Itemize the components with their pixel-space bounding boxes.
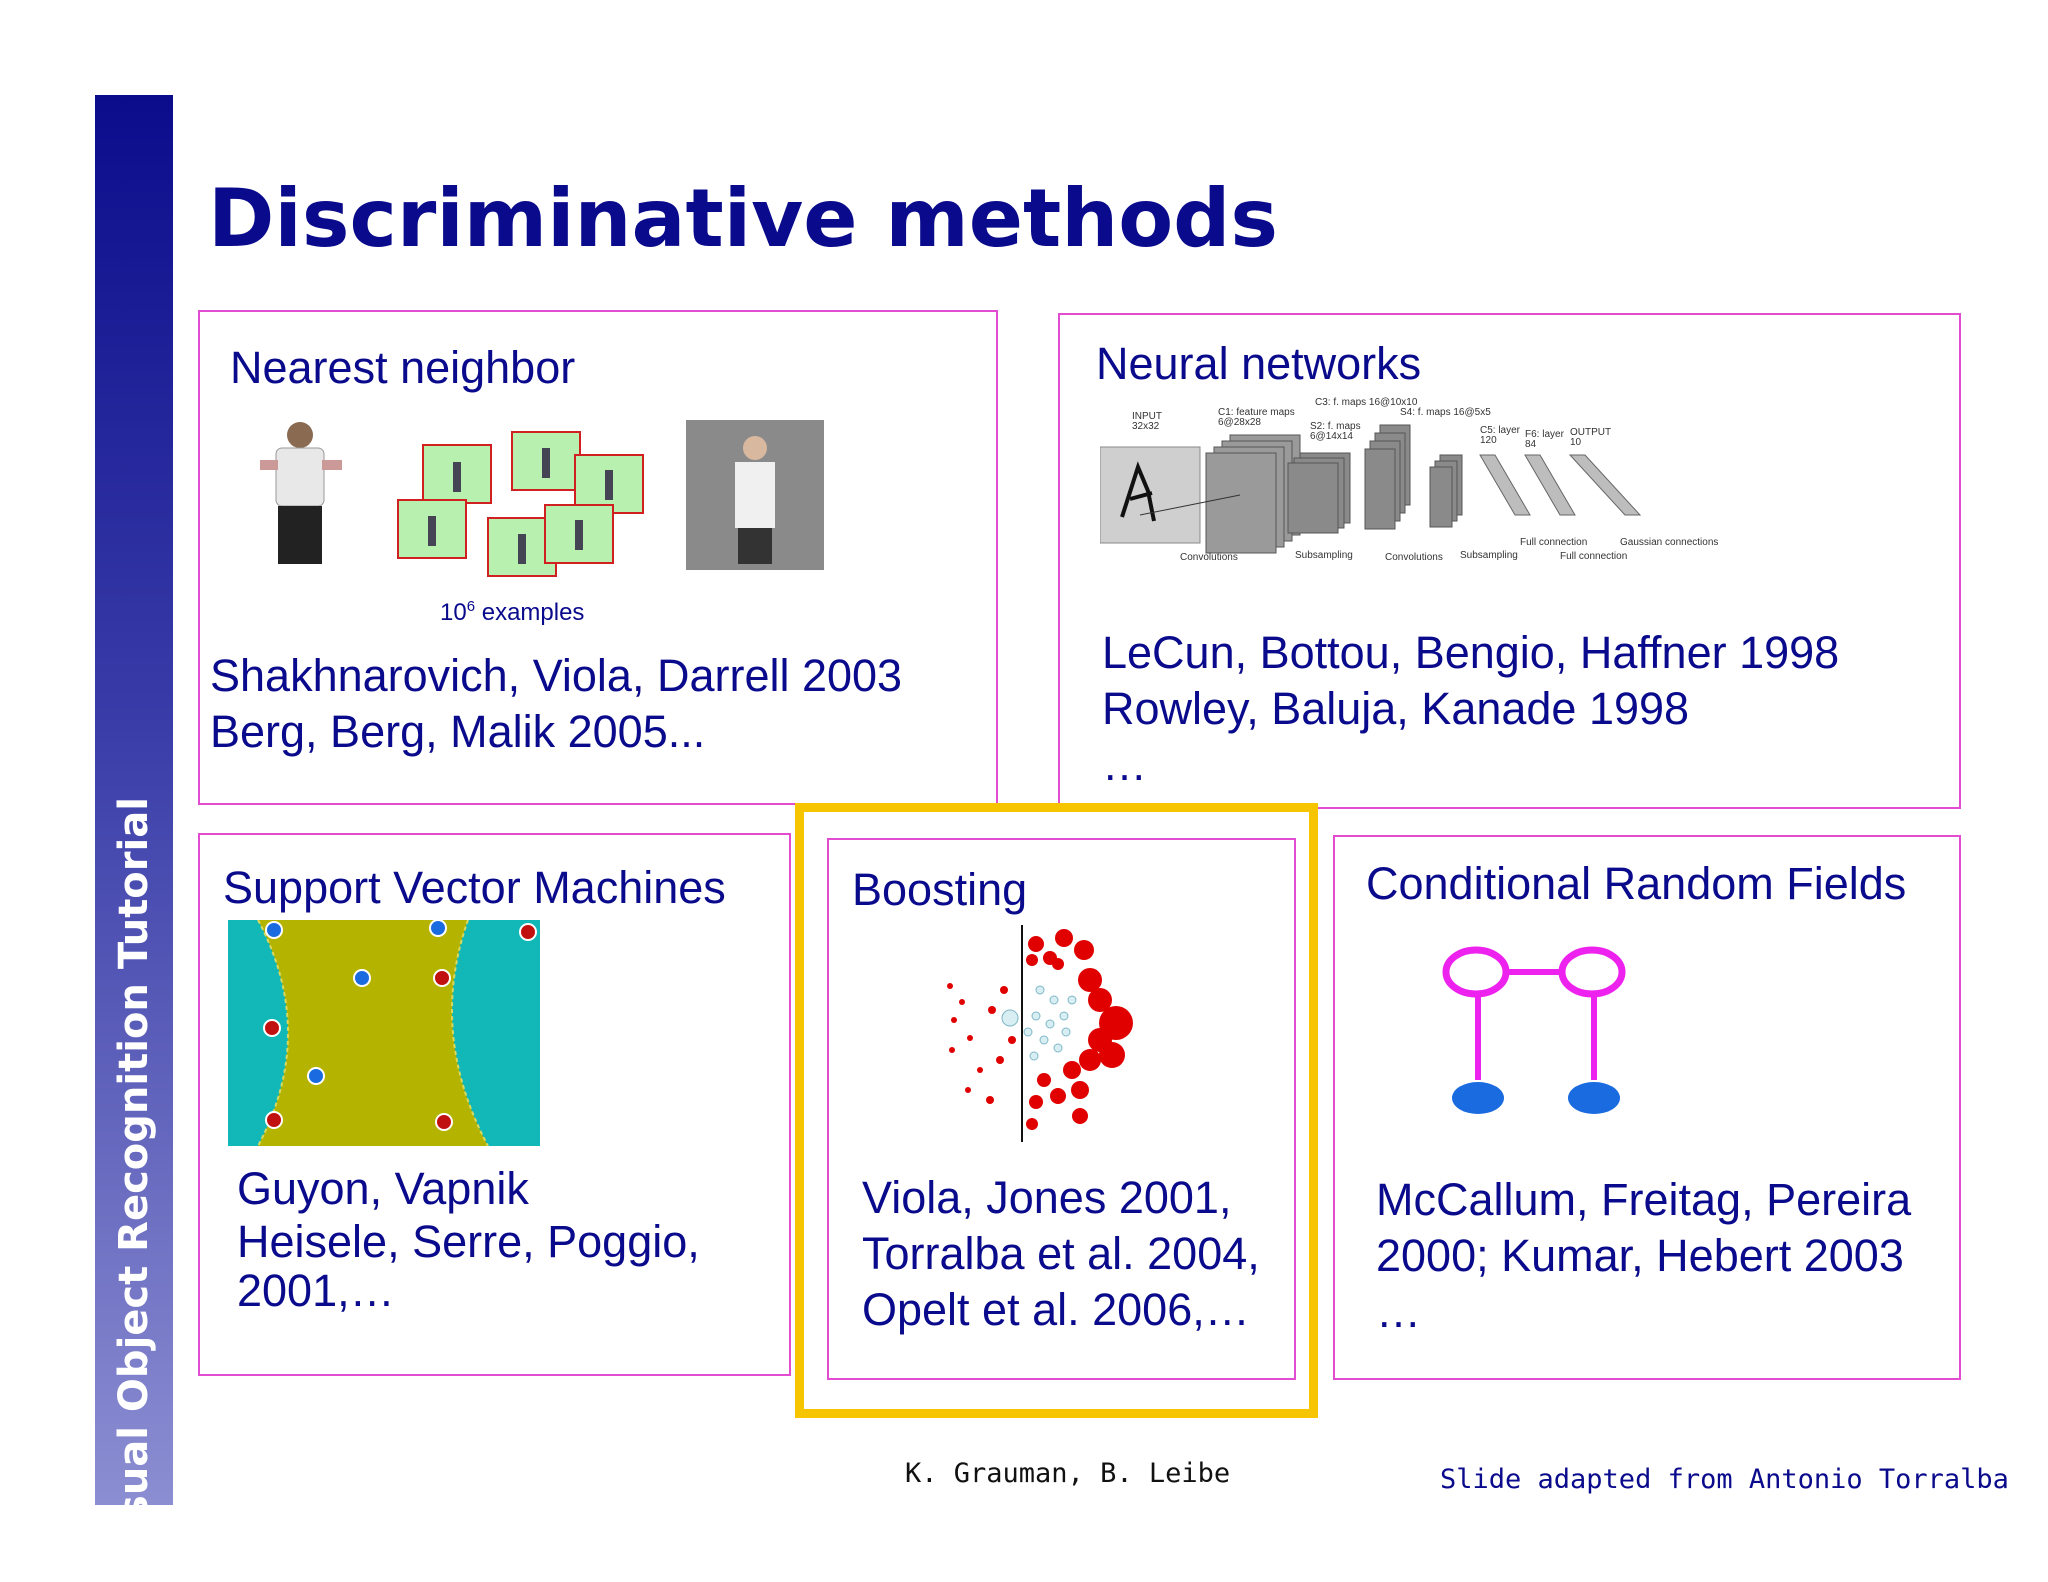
nn-label-f6-size: 84 — [1525, 439, 1537, 450]
caption-rest: examples — [475, 599, 585, 626]
sidebar-bar — [95, 95, 173, 1505]
refs-boosting: Viola, Jones 2001, Torralba et al. 2004,… — [862, 1170, 1260, 1338]
nn-label-gauss: Gaussian connections — [1620, 537, 1718, 548]
boosting-red-points — [947, 929, 1133, 1130]
example-figures — [428, 448, 613, 564]
slide-title: Discriminative methods — [208, 172, 1279, 265]
svm-points — [263, 920, 537, 1131]
examples-caption: 106 examples — [440, 598, 584, 627]
nn-label-c1-size: 6@28x28 — [1218, 417, 1261, 428]
panel-title-crf: Conditional Random Fields — [1366, 858, 1907, 909]
refs-svm: Guyon, Vapnik Heisele, Serre, Poggio, 20… — [237, 1158, 700, 1318]
nearest-neighbor-illustration — [260, 420, 824, 577]
nn-label-s2-size: 6@14x14 — [1310, 431, 1353, 442]
svm-illustration — [228, 920, 540, 1146]
ref-line: Torralba et al. 2004, — [862, 1228, 1260, 1279]
footer-credit: Slide adapted from Antonio Torralba — [1440, 1464, 2009, 1495]
nn-label-c1: C1: feature maps — [1218, 407, 1295, 418]
ref-line: 2001,… — [237, 1265, 395, 1316]
nn-conv-line — [1139, 494, 1241, 516]
nn-label-s4: S4: f. maps 16@5x5 — [1400, 407, 1491, 418]
boosting-illustration — [947, 925, 1133, 1142]
ref-line: Viola, Jones 2001, — [862, 1172, 1232, 1223]
crf-observed-node-2 — [1568, 1082, 1620, 1114]
refs-neural-networks: LeCun, Bottou, Bengio, Haffner 1998 Rowl… — [1102, 625, 1839, 793]
rendered-person-image — [686, 420, 824, 570]
nn-label-sub1: Subsampling — [1295, 550, 1353, 561]
boosting-light-points — [1001, 985, 1077, 1061]
sidebar-label: Visual Object Recognition Tutorial — [111, 797, 157, 1563]
nn-label-input: INPUT — [1132, 411, 1162, 422]
ref-line: Guyon, Vapnik — [237, 1163, 529, 1214]
panel-title-svm: Support Vector Machines — [223, 862, 726, 913]
ref-line: … — [1102, 739, 1147, 790]
nn-label-full2: Full connection — [1560, 551, 1627, 562]
caption-exponent: 6 — [466, 598, 476, 615]
ref-line: Heisele, Serre, Poggio, — [237, 1216, 700, 1267]
panel-neural-networks — [1058, 313, 1961, 809]
panel-title-neural-networks: Neural networks — [1096, 338, 1422, 389]
nn-full-connections — [1479, 454, 1642, 516]
nn-label-c5-size: 120 — [1480, 435, 1497, 446]
ref-line: Rowley, Baluja, Kanade 1998 — [1102, 683, 1690, 734]
boosting-highlight-frame — [795, 803, 1318, 1418]
nn-label-f6: F6: layer — [1525, 429, 1565, 440]
nn-label-c5: C5: layer — [1480, 425, 1521, 436]
nn-label-output: OUTPUT — [1570, 427, 1611, 438]
lenet-diagram: INPUT 32x32 C1: feature maps 6@28x28 S2:… — [1100, 397, 1718, 563]
crf-hidden-node-2 — [1558, 946, 1626, 998]
ref-line: McCallum, Freitag, Pereira — [1376, 1174, 1912, 1225]
caption-base: 10 — [440, 599, 467, 626]
ref-line: Opelt et al. 2006,… — [862, 1284, 1250, 1335]
nn-input-letter — [1120, 461, 1156, 522]
svm-margin-band — [258, 920, 488, 1146]
nn-label-conv2: Convolutions — [1385, 552, 1443, 563]
nn-s4-stack — [1429, 454, 1463, 528]
nn-label-input-size: 32x32 — [1132, 421, 1160, 432]
query-person-image — [260, 422, 342, 564]
nn-label-full1: Full connection — [1520, 537, 1587, 548]
ref-line: LeCun, Bottou, Bengio, Haffner 1998 — [1102, 627, 1840, 678]
crf-observed-node-1 — [1452, 1082, 1504, 1114]
nn-c1-stack — [1205, 434, 1301, 554]
footer-authors: K. Grauman, B. Leibe — [905, 1458, 1231, 1489]
crf-graph — [1442, 946, 1626, 1114]
ref-line: … — [1376, 1286, 1421, 1337]
panel-title-boosting: Boosting — [852, 864, 1028, 915]
panel-boosting — [827, 838, 1296, 1380]
ref-line: 2000; Kumar, Hebert 2003 — [1376, 1230, 1904, 1281]
ref-line: Berg, Berg, Malik 2005... — [210, 706, 706, 757]
nn-label-output-size: 10 — [1570, 437, 1582, 448]
nn-label-s2: S2: f. maps — [1310, 421, 1361, 432]
nn-c3-stack — [1364, 424, 1411, 530]
refs-nearest-neighbor: Shakhnarovich, Viola, Darrell 2003 Berg,… — [210, 648, 902, 760]
nn-s2-stack — [1287, 452, 1351, 534]
refs-crf: McCallum, Freitag, Pereira 2000; Kumar, … — [1376, 1172, 1911, 1340]
panel-crf — [1333, 835, 1961, 1380]
ref-line: Shakhnarovich, Viola, Darrell 2003 — [210, 650, 903, 701]
nn-label-c3: C3: f. maps 16@10x10 — [1315, 397, 1418, 408]
nn-label-sub2: Subsampling — [1460, 550, 1518, 561]
crf-hidden-node-1 — [1442, 946, 1510, 998]
nn-label-conv1: Convolutions — [1180, 552, 1238, 563]
svm-boundary-right — [451, 920, 489, 1146]
panel-title-nearest-neighbor: Nearest neighbor — [230, 342, 576, 393]
